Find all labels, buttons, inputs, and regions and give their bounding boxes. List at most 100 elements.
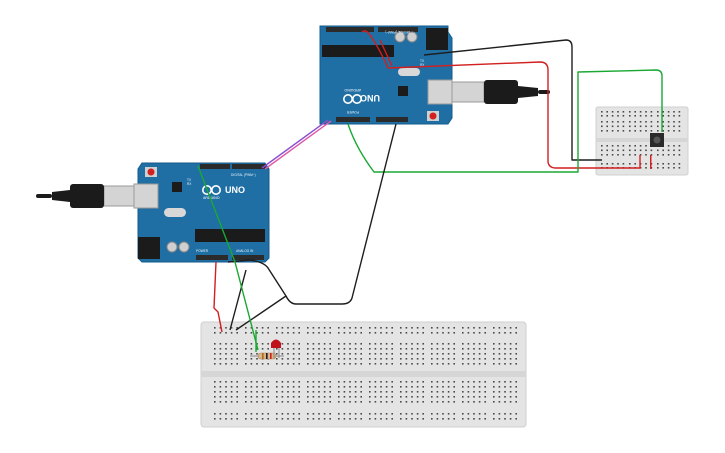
breadboard-hole[interactable]: [411, 358, 413, 360]
breadboard-hole[interactable]: [484, 353, 486, 355]
breadboard-hole[interactable]: [236, 348, 238, 350]
breadboard-large[interactable]: [200, 321, 527, 428]
breadboard-hole[interactable]: [447, 348, 450, 350]
breadboard-hole[interactable]: [493, 381, 495, 383]
breadboard-hole[interactable]: [447, 396, 450, 398]
breadboard-hole[interactable]: [287, 413, 289, 415]
breadboard-hole[interactable]: [498, 332, 501, 334]
breadboard-hole[interactable]: [645, 115, 647, 117]
breadboard-hole[interactable]: [493, 413, 495, 415]
breadboard-hole[interactable]: [298, 418, 300, 420]
breadboard-hole[interactable]: [374, 327, 377, 329]
breadboard-hole[interactable]: [447, 413, 450, 415]
breadboard-hole[interactable]: [617, 149, 619, 152]
breadboard-hole[interactable]: [639, 121, 642, 123]
breadboard-hole[interactable]: [411, 386, 413, 388]
breadboard-hole[interactable]: [629, 149, 631, 152]
breadboard-hole[interactable]: [447, 363, 450, 365]
breadboard-hole[interactable]: [478, 386, 481, 388]
breadboard-hole[interactable]: [354, 327, 357, 329]
breadboard-hole[interactable]: [509, 348, 512, 350]
breadboard-hole[interactable]: [245, 348, 247, 350]
breadboard-hole[interactable]: [462, 391, 464, 393]
breadboard-hole[interactable]: [617, 125, 619, 128]
breadboard-hole[interactable]: [436, 353, 439, 355]
breadboard-hole[interactable]: [411, 396, 413, 398]
breadboard-hole[interactable]: [338, 343, 340, 345]
breadboard-hole[interactable]: [422, 401, 424, 403]
breadboard-hole[interactable]: [349, 343, 351, 345]
breadboard-hole[interactable]: [411, 353, 413, 355]
breadboard-hole[interactable]: [431, 386, 433, 388]
breadboard-hole[interactable]: [606, 115, 608, 117]
breadboard-hole[interactable]: [617, 115, 619, 117]
breadboard-hole[interactable]: [606, 125, 608, 128]
breadboard-hole[interactable]: [281, 332, 284, 334]
breadboard-hole[interactable]: [323, 358, 326, 360]
breadboard-hole[interactable]: [236, 401, 238, 403]
breadboard-hole[interactable]: [281, 386, 284, 388]
breadboard-hole[interactable]: [225, 418, 227, 420]
breadboard-hole[interactable]: [354, 332, 357, 334]
breadboard-hole[interactable]: [416, 358, 419, 360]
breadboard-hole[interactable]: [276, 386, 278, 388]
breadboard-hole[interactable]: [473, 413, 475, 415]
breadboard-hole[interactable]: [509, 391, 512, 393]
breadboard-hole[interactable]: [467, 343, 470, 345]
arduino-top-header-power[interactable]: [336, 117, 370, 122]
breadboard-hole[interactable]: [276, 353, 278, 355]
breadboard-hole[interactable]: [385, 358, 388, 360]
breadboard-hole[interactable]: [369, 327, 371, 329]
breadboard-hole[interactable]: [329, 343, 331, 345]
breadboard-hole[interactable]: [374, 401, 377, 403]
breadboard-hole[interactable]: [416, 327, 419, 329]
breadboard-hole[interactable]: [281, 363, 284, 365]
breadboard-hole[interactable]: [256, 381, 258, 383]
breadboard-hole[interactable]: [453, 391, 455, 393]
breadboard-hole[interactable]: [436, 391, 439, 393]
breadboard-hole[interactable]: [657, 167, 659, 169]
breadboard-hole[interactable]: [462, 413, 464, 415]
breadboard-hole[interactable]: [214, 418, 216, 420]
breadboard-hole[interactable]: [360, 353, 362, 355]
breadboard-hole[interactable]: [645, 149, 647, 152]
breadboard-hole[interactable]: [374, 396, 377, 398]
breadboard-hole[interactable]: [318, 332, 320, 334]
breadboard-hole[interactable]: [236, 343, 238, 345]
breadboard-hole[interactable]: [329, 363, 331, 365]
breadboard-hole[interactable]: [261, 418, 264, 420]
breadboard-hole[interactable]: [611, 163, 614, 165]
wires[interactable]: [197, 30, 663, 352]
breadboard-hole[interactable]: [645, 130, 647, 132]
arduino-board-left[interactable]: UNO ARDUINO DIGITAL (PWM~) POWER ANALOG …: [133, 162, 270, 263]
breadboard-hole[interactable]: [436, 363, 439, 365]
breadboard-hole[interactable]: [629, 125, 631, 128]
breadboard-hole[interactable]: [256, 358, 258, 360]
breadboard-hole[interactable]: [250, 358, 253, 360]
breadboard-hole[interactable]: [478, 327, 481, 329]
breadboard-hole[interactable]: [422, 386, 424, 388]
breadboard-hole[interactable]: [442, 396, 444, 398]
red-led[interactable]: [271, 339, 281, 359]
breadboard-hole[interactable]: [318, 381, 320, 383]
breadboard-hole[interactable]: [219, 418, 222, 420]
breadboard-hole[interactable]: [400, 332, 402, 334]
breadboard-hole[interactable]: [662, 121, 664, 123]
arduino-left-header-power[interactable]: [196, 255, 228, 260]
breadboard-hole[interactable]: [639, 145, 642, 147]
breadboard-hole[interactable]: [287, 396, 289, 398]
breadboard-hole[interactable]: [343, 353, 346, 355]
breadboard-hole[interactable]: [473, 327, 475, 329]
breadboard-hole[interactable]: [312, 327, 315, 329]
breadboard-hole[interactable]: [400, 358, 402, 360]
breadboard-hole[interactable]: [611, 125, 614, 128]
breadboard-hole[interactable]: [667, 130, 670, 132]
breadboard-hole[interactable]: [493, 358, 495, 360]
breadboard-hole[interactable]: [292, 418, 295, 420]
breadboard-hole[interactable]: [385, 391, 388, 393]
breadboard-hole[interactable]: [225, 358, 227, 360]
breadboard-hole[interactable]: [515, 327, 517, 329]
breadboard-hole[interactable]: [498, 343, 501, 345]
wire-black-ground-link[interactable]: [227, 123, 397, 305]
breadboard-hole[interactable]: [338, 401, 340, 403]
